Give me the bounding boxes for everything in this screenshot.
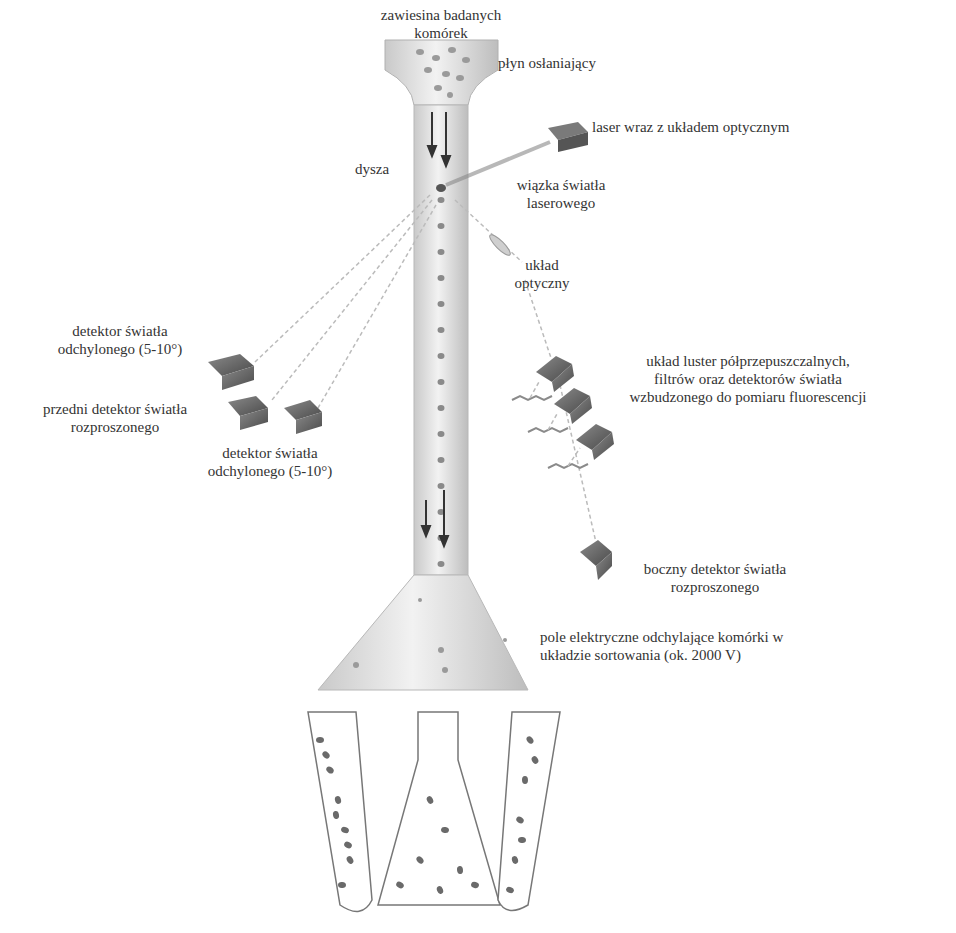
part-label: zawiesina badanych komórek xyxy=(370,6,512,42)
part-label: laser wraz z układem optycznym xyxy=(592,118,892,136)
cell xyxy=(438,197,445,203)
sorted-cells xyxy=(316,735,540,895)
cell xyxy=(438,379,445,385)
cell xyxy=(438,457,445,463)
cell xyxy=(338,882,346,889)
cell xyxy=(438,275,445,281)
cell xyxy=(530,755,539,765)
cell xyxy=(332,811,339,820)
cell xyxy=(316,737,324,743)
sorting-cone xyxy=(318,575,528,690)
cell xyxy=(522,776,528,784)
cell xyxy=(395,880,405,889)
part-label: układ luster półprzepuszczalnych, filtró… xyxy=(628,352,868,406)
cell xyxy=(457,866,464,875)
scattered-light xyxy=(255,195,600,560)
part-label: detektor światła odchylonego (5-10°) xyxy=(190,444,350,480)
cell xyxy=(470,881,479,889)
detectors xyxy=(208,354,322,434)
cell xyxy=(438,223,445,229)
cell xyxy=(438,249,445,255)
part-label: boczny detektor światła rozproszonego xyxy=(615,560,815,596)
illuminated-cell xyxy=(436,184,446,192)
cell xyxy=(345,855,354,865)
cell xyxy=(515,815,525,825)
cell xyxy=(525,735,535,745)
fluorescence-detectors xyxy=(536,356,614,460)
cell xyxy=(505,886,515,894)
cells xyxy=(416,47,470,98)
cell xyxy=(334,795,342,804)
part-label: wiązka światła laserowego xyxy=(505,176,617,212)
part-label: przedni detektor światła rozproszonego xyxy=(20,400,210,436)
cells-in-stream xyxy=(438,197,445,567)
optical-lens xyxy=(487,232,512,257)
side-scatter-detector xyxy=(580,540,612,580)
part-label: detektor światła odchylonego (5-10°) xyxy=(40,322,200,358)
cell xyxy=(438,301,445,307)
cell xyxy=(438,561,445,567)
laser xyxy=(558,132,588,152)
cell xyxy=(426,795,435,805)
part-label: dysza xyxy=(355,160,415,178)
cell xyxy=(325,765,335,775)
cell xyxy=(436,885,445,895)
cell xyxy=(438,483,445,489)
flow-channel xyxy=(414,105,468,575)
cell xyxy=(321,750,331,760)
cell xyxy=(343,841,353,850)
cell xyxy=(438,353,445,359)
collection-vessels xyxy=(308,712,560,911)
cell xyxy=(441,826,450,833)
part-label: płyn osłaniający xyxy=(498,54,628,72)
cell xyxy=(415,855,425,865)
cell xyxy=(438,327,445,333)
cell xyxy=(340,826,350,834)
part-label: pole elektryczne odchylające komórki w u… xyxy=(540,628,800,664)
cell xyxy=(511,855,519,864)
sample-reservoir xyxy=(385,40,498,105)
droplets xyxy=(353,598,507,673)
flow-arrows xyxy=(422,112,450,546)
cell xyxy=(438,431,445,437)
cell xyxy=(518,837,526,844)
part-label: układ optyczny xyxy=(505,256,579,292)
cell xyxy=(438,405,445,411)
